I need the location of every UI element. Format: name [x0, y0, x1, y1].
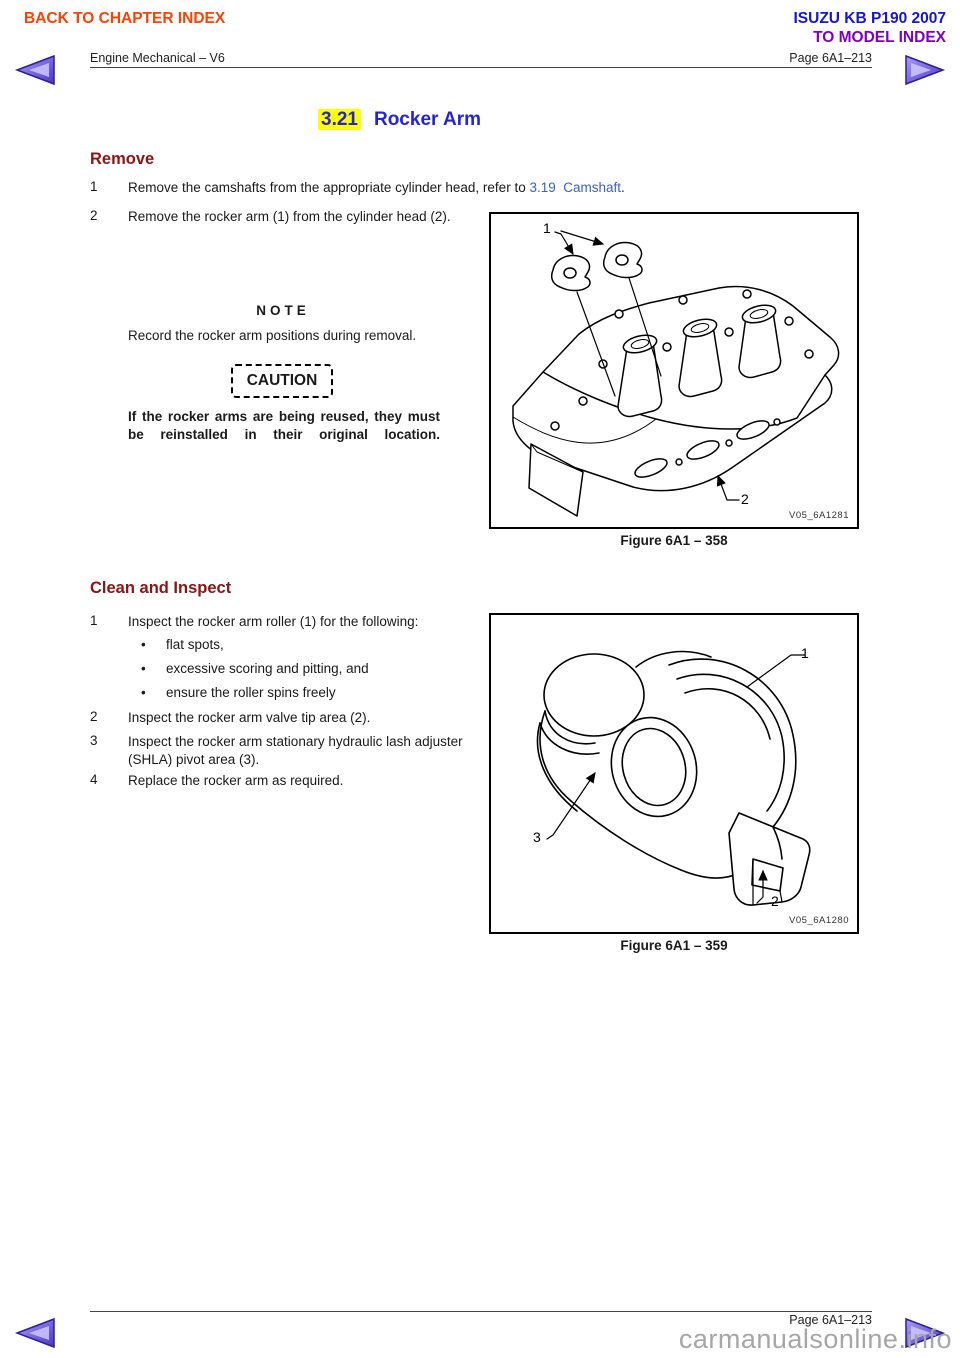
arrow-left-icon: [14, 54, 55, 86]
remove-step-1-before-link: Remove the camshafts from the appropriat…: [128, 180, 530, 195]
clean-and-inspect-heading: Clean and Inspect: [90, 579, 232, 597]
next-page-arrow-icon[interactable]: [904, 1317, 946, 1349]
clean-step-3-number: 3: [90, 733, 98, 748]
figure-358-image-code: V05_6A1281: [789, 510, 849, 521]
next-page-arrow-icon[interactable]: [904, 54, 946, 86]
arrow-left-icon: [14, 1317, 55, 1349]
figure-358-callout-2: 2: [741, 491, 749, 507]
bullet-marker: •: [141, 685, 146, 700]
remove-step-1-text: Remove the camshafts from the appropriat…: [128, 179, 728, 197]
brand-title: ISUZU KB P190 2007: [793, 10, 947, 27]
clean-step-2-number: 2: [90, 709, 98, 724]
remove-heading: Remove: [90, 150, 155, 168]
remove-step-1-number: 1: [90, 179, 98, 194]
figure-359-callout-2: 2: [771, 893, 779, 909]
clean-step-1-number: 1: [90, 613, 98, 628]
figure-359-image-code: V05_6A1280: [789, 915, 849, 926]
figure-359-rocker-arm-illustration: 1 3 2 V05_6A1280: [489, 613, 859, 934]
clean-step-2-text: Inspect the rocker arm valve tip area (2…: [128, 710, 371, 725]
clean-bullet-3: ensure the roller spins freely: [166, 685, 336, 700]
bullet-marker: •: [141, 661, 146, 676]
section-name: Rocker Arm: [373, 109, 481, 130]
running-header: Engine Mechanical – V6 Page 6A1–213: [90, 46, 872, 68]
note-text: Record the rocker arm positions during r…: [128, 328, 417, 343]
footer-rule: [90, 1291, 872, 1312]
back-to-chapter-index-link[interactable]: BACK TO CHAPTER INDEX: [24, 10, 226, 27]
previous-page-arrow-icon[interactable]: [14, 54, 56, 86]
clean-bullet-2: excessive scoring and pitting, and: [166, 661, 369, 676]
watermark-text: carmanualsonline.info: [678, 1324, 952, 1354]
caution-text: If the rocker arms are being reused, the…: [128, 409, 440, 442]
previous-page-arrow-icon[interactable]: [14, 1317, 56, 1349]
figure-358-caption: Figure 6A1 – 358: [620, 533, 728, 548]
running-header-page-number: Page 6A1–213: [789, 51, 872, 65]
figure-358-callout-1: 1: [543, 220, 551, 236]
bullet-marker: •: [141, 637, 146, 652]
caution-badge: CAUTION: [231, 364, 333, 398]
clean-step-4-number: 4: [90, 772, 98, 787]
to-model-index-link[interactable]: TO MODEL INDEX: [813, 29, 946, 46]
cylinder-head-line-drawing: [512, 230, 840, 517]
running-header-title: Engine Mechanical – V6: [90, 51, 225, 65]
caution-label: CAUTION: [246, 372, 318, 389]
remove-step-2-text: Remove the rocker arm (1) from the cylin…: [128, 209, 451, 224]
camshaft-reference-link[interactable]: 3.19 Camshaft: [529, 180, 621, 195]
remove-step-2-number: 2: [90, 208, 98, 223]
figure-359-callout-1: 1: [801, 645, 809, 661]
figure-359-callout-3: 3: [533, 829, 541, 845]
section-number-highlight: 3.21: [318, 109, 361, 130]
clean-step-4-text: Replace the rocker arm as required.: [128, 773, 344, 788]
arrow-right-icon: [905, 54, 946, 86]
section-title: 3.21 Rocker Arm: [318, 109, 481, 131]
clean-step-3-text: Inspect the rocker arm stationary hydrau…: [128, 734, 463, 767]
footer-page-number: Page 6A1–213: [789, 1313, 872, 1327]
rocker-arm-line-drawing: [536, 650, 811, 906]
clean-bullet-1: flat spots,: [166, 637, 224, 652]
clean-step-1-text: Inspect the rocker arm roller (1) for th…: [128, 614, 419, 629]
figure-359-caption: Figure 6A1 – 359: [620, 938, 728, 953]
note-heading: NOTE: [256, 303, 310, 318]
figure-358-cylinder-head-illustration: 1 2 V05_6A1281: [489, 212, 859, 529]
arrow-right-icon: [905, 1317, 946, 1349]
remove-step-1-after-link: .: [621, 180, 625, 195]
